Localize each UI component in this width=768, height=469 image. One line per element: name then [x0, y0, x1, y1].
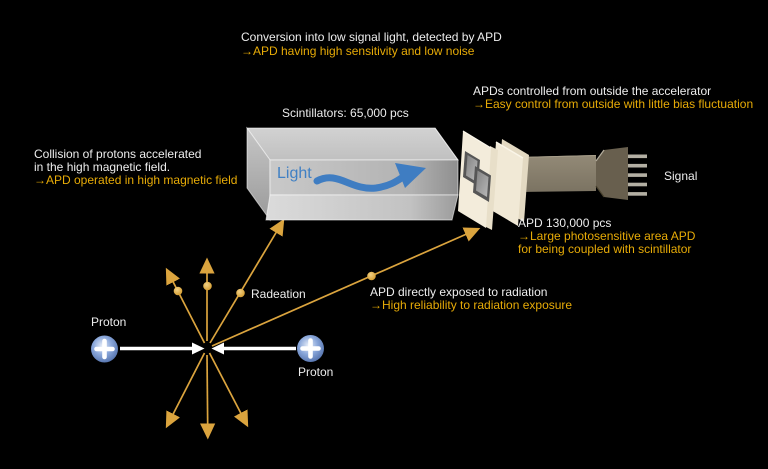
ray-to-scintillator-icon — [209, 218, 285, 344]
proton-right-icon — [297, 335, 324, 362]
beam-right-arrowhead-icon — [211, 342, 224, 355]
conversion-note-line1: Conversion into low signal light, detect… — [241, 30, 502, 44]
collision-note-line1: Collision of protons accelerated — [34, 147, 202, 161]
ray-down-icon — [200, 354, 216, 440]
apd-plate — [458, 130, 492, 228]
exposure-note-line2: →High reliability to radiation exposure — [370, 298, 573, 312]
apd-module — [458, 130, 647, 230]
apds-control-note-line1: APDs controlled from outside the acceler… — [473, 84, 712, 98]
signal-connector-icon — [595, 147, 647, 200]
signal-cable — [518, 155, 596, 192]
signal-label: Signal — [664, 169, 698, 183]
ray-down-right-icon — [208, 352, 249, 428]
radiation-label: Radeation — [251, 287, 306, 301]
proton-left-label: Proton — [91, 315, 127, 329]
conversion-note-line2: →APD having high sensitivity and low noi… — [241, 44, 475, 58]
scintillator-bottom-band — [265, 194, 459, 221]
collision-note-line2: in the high magnetic field. — [34, 160, 171, 174]
apd-window-icon — [473, 166, 491, 202]
scintillator-top-face — [246, 127, 459, 161]
apd-count-line3: for being coupled with scintillator — [518, 242, 692, 256]
apd-count-line2: →Large photosensitive area APD — [518, 229, 696, 243]
ray-up-left-icon — [165, 267, 206, 344]
light-arrow-icon — [313, 163, 426, 192]
radiation-particles — [173, 271, 376, 298]
proton-beams — [91, 335, 324, 363]
radiation-dot-icon — [236, 288, 245, 298]
collision-note-line3: →APD operated in high magnetic field — [34, 173, 238, 187]
beam-left-arrowhead-icon — [192, 342, 205, 355]
radiation-dot-icon — [173, 286, 183, 296]
light-label: Light — [277, 165, 312, 182]
radiation-dot-icon — [367, 271, 376, 281]
radiation-dot-icon — [203, 281, 212, 291]
ray-down-left-icon — [165, 352, 206, 429]
proton-left-icon — [91, 335, 118, 363]
scintillators-label: Scintillators: 65,000 pcs — [282, 106, 409, 120]
apds-control-note-line2: →Easy control from outside with little b… — [473, 97, 754, 111]
proton-right-label: Proton — [298, 365, 334, 379]
apd-plate-side — [484, 146, 498, 230]
apd-housing — [491, 139, 529, 226]
apd-count-line1: APD 130,000 pcs — [518, 216, 612, 230]
ray-to-apd-icon — [211, 227, 481, 347]
radiation-rays — [165, 218, 481, 440]
exposure-note-line1: APD directly exposed to radiation — [370, 285, 548, 299]
